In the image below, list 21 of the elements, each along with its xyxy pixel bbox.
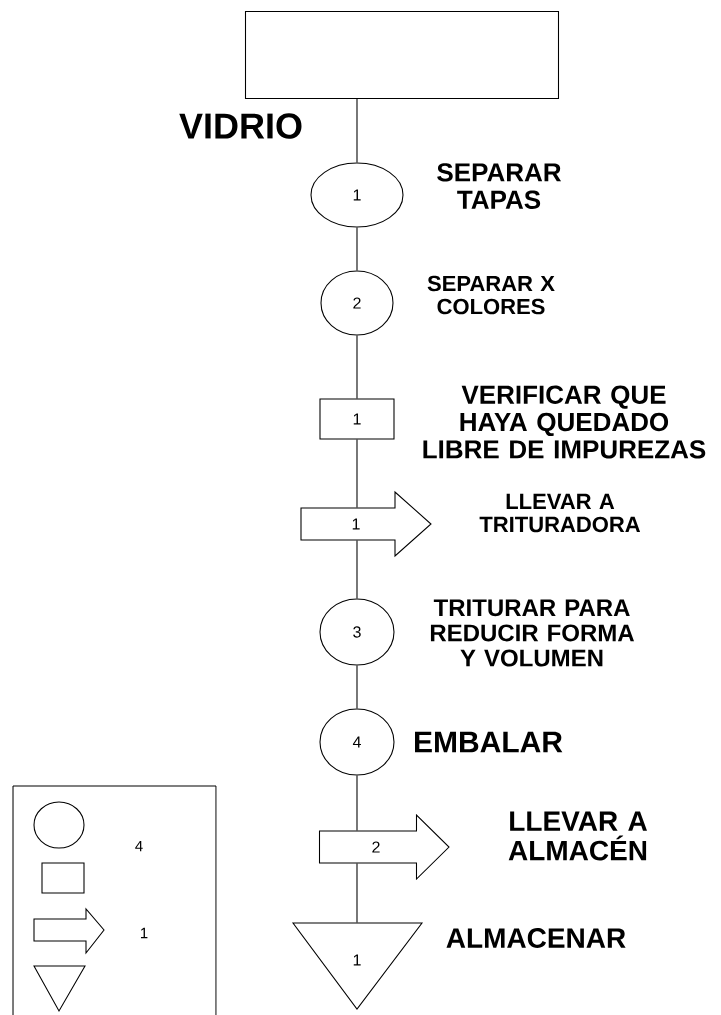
step-label: SEPARAR X COLORES — [427, 275, 555, 315]
step-label: SEPARAR TAPAS — [437, 163, 562, 209]
flow-line — [356, 335, 358, 399]
flow-line — [356, 775, 358, 831]
step-label: LLEVAR A ALMACÉN — [508, 811, 647, 861]
step-label: ALMACENAR — [446, 928, 626, 948]
flow-line — [356, 227, 358, 271]
flow-line — [356, 540, 358, 599]
count-label: 4 — [135, 840, 143, 852]
process-box — [244, 10, 560, 100]
step-label: TRITURAR PARA REDUCIR FORMA Y VOLUMEN — [430, 599, 634, 667]
count-label: 1 — [141, 927, 148, 939]
flow-line — [356, 863, 358, 923]
flow-line — [356, 665, 358, 709]
step-label: VERIFICAR QUE HAYA QUEDADO LIBRE DE IMPUREZAS — [423, 385, 706, 459]
material-label: VIDRIO — [179, 113, 302, 139]
step-label: LLEVAR A TRITURADORA — [479, 493, 641, 533]
step-label: EMBALAR — [415, 731, 563, 753]
flow-line — [356, 439, 358, 508]
flow-line — [356, 98, 358, 163]
process-box: 1 — [319, 398, 395, 440]
